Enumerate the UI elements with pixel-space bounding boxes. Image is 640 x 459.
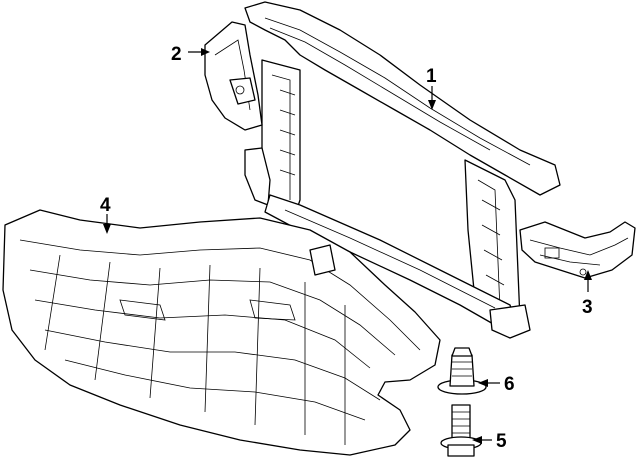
push-clip-retainer[interactable] bbox=[437, 347, 487, 395]
callout-4: 4 bbox=[100, 195, 111, 216]
left-headlamp-bracket[interactable] bbox=[204, 21, 263, 131]
flange-bolt[interactable] bbox=[440, 404, 482, 457]
right-side-bracket[interactable] bbox=[519, 221, 636, 279]
radiator-support-frame[interactable] bbox=[244, 1, 561, 339]
callout-1: 1 bbox=[426, 66, 437, 87]
callout-6: 6 bbox=[504, 374, 515, 395]
engine-under-cover[interactable] bbox=[2, 209, 441, 456]
callout-3: 3 bbox=[582, 297, 593, 318]
callout-5: 5 bbox=[496, 431, 507, 452]
leader-lines bbox=[103, 48, 592, 444]
callout-2: 2 bbox=[171, 44, 182, 65]
